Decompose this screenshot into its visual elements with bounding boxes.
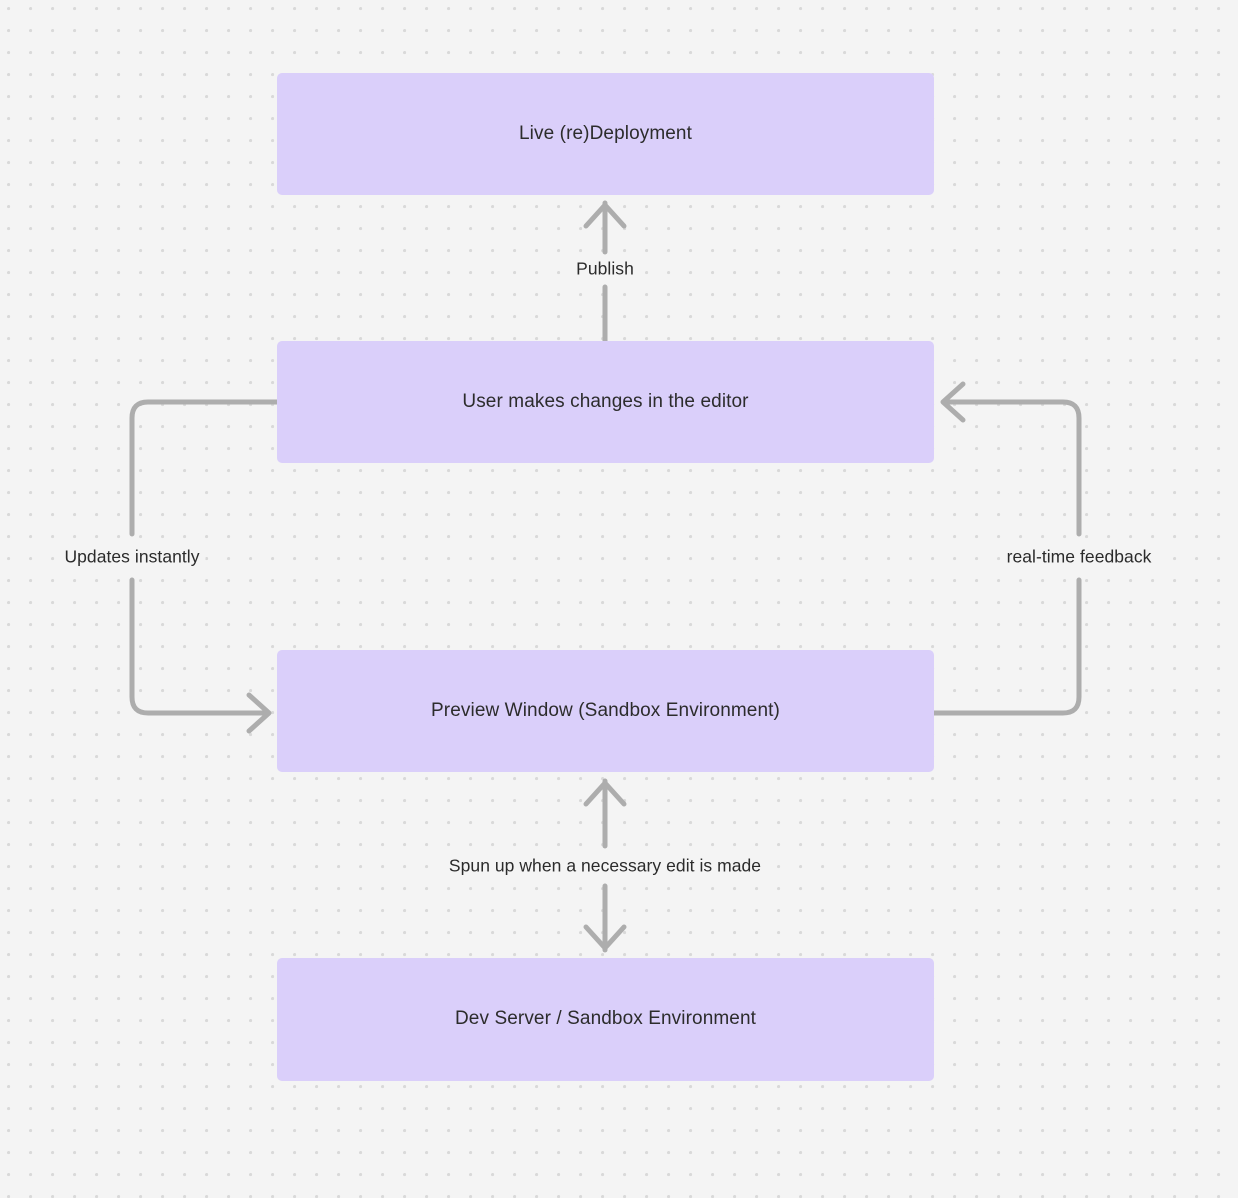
edge-label-updates-instantly: Updates instantly [58, 545, 206, 569]
node-label: Preview Window (Sandbox Environment) [431, 699, 780, 721]
node-label: Live (re)Deployment [519, 122, 692, 144]
edge-label-spun-up: Spun up when a necessary edit is made [442, 854, 768, 878]
node-label: User makes changes in the editor [462, 390, 749, 412]
node-dev-server[interactable]: Dev Server / Sandbox Environment [277, 958, 934, 1081]
node-preview-window[interactable]: Preview Window (Sandbox Environment) [277, 650, 934, 772]
node-user-edits[interactable]: User makes changes in the editor [277, 341, 934, 463]
edge-label-real-time-feedback: real-time feedback [1000, 545, 1158, 569]
edge-label-publish: Publish [570, 257, 640, 281]
node-label: Dev Server / Sandbox Environment [454, 1008, 756, 1030]
node-live-deployment[interactable]: Live (re)Deployment [277, 73, 934, 195]
